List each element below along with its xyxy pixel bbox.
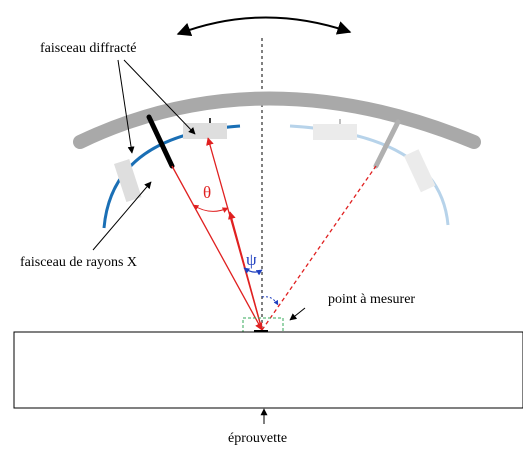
xray-beam-label: faisceau de rayons X <box>20 255 137 270</box>
psi-arc <box>243 267 263 276</box>
arrow-measure-point <box>289 307 306 321</box>
detector-top-right <box>313 124 357 140</box>
arrow-diffracted-1 <box>117 59 135 154</box>
mirror-ray <box>261 165 377 331</box>
incident-ray <box>171 165 263 331</box>
measure-point-label: point à mesurer <box>328 292 415 307</box>
psi-arc-mirror <box>261 296 279 306</box>
theta-arc <box>192 204 229 213</box>
detector-side-right <box>404 149 436 193</box>
xray-tube-mirror <box>373 119 401 169</box>
diffracted-beam-label: faisceau diffracté <box>40 41 137 56</box>
detector-side-left <box>114 159 142 203</box>
psi-label: ψ <box>246 250 257 269</box>
specimen-label: éprouvette <box>228 431 287 446</box>
specimen <box>13 331 523 409</box>
bisector-ray <box>228 211 263 331</box>
arrow-xray-beam <box>92 181 152 251</box>
goniometer-arc <box>73 91 481 149</box>
xray-tube <box>146 114 175 169</box>
theta-label: θ <box>203 183 211 202</box>
rotation-arrow-icon <box>176 16 352 37</box>
arrow-diffracted-2 <box>123 59 196 135</box>
detector-top-left <box>183 123 227 139</box>
